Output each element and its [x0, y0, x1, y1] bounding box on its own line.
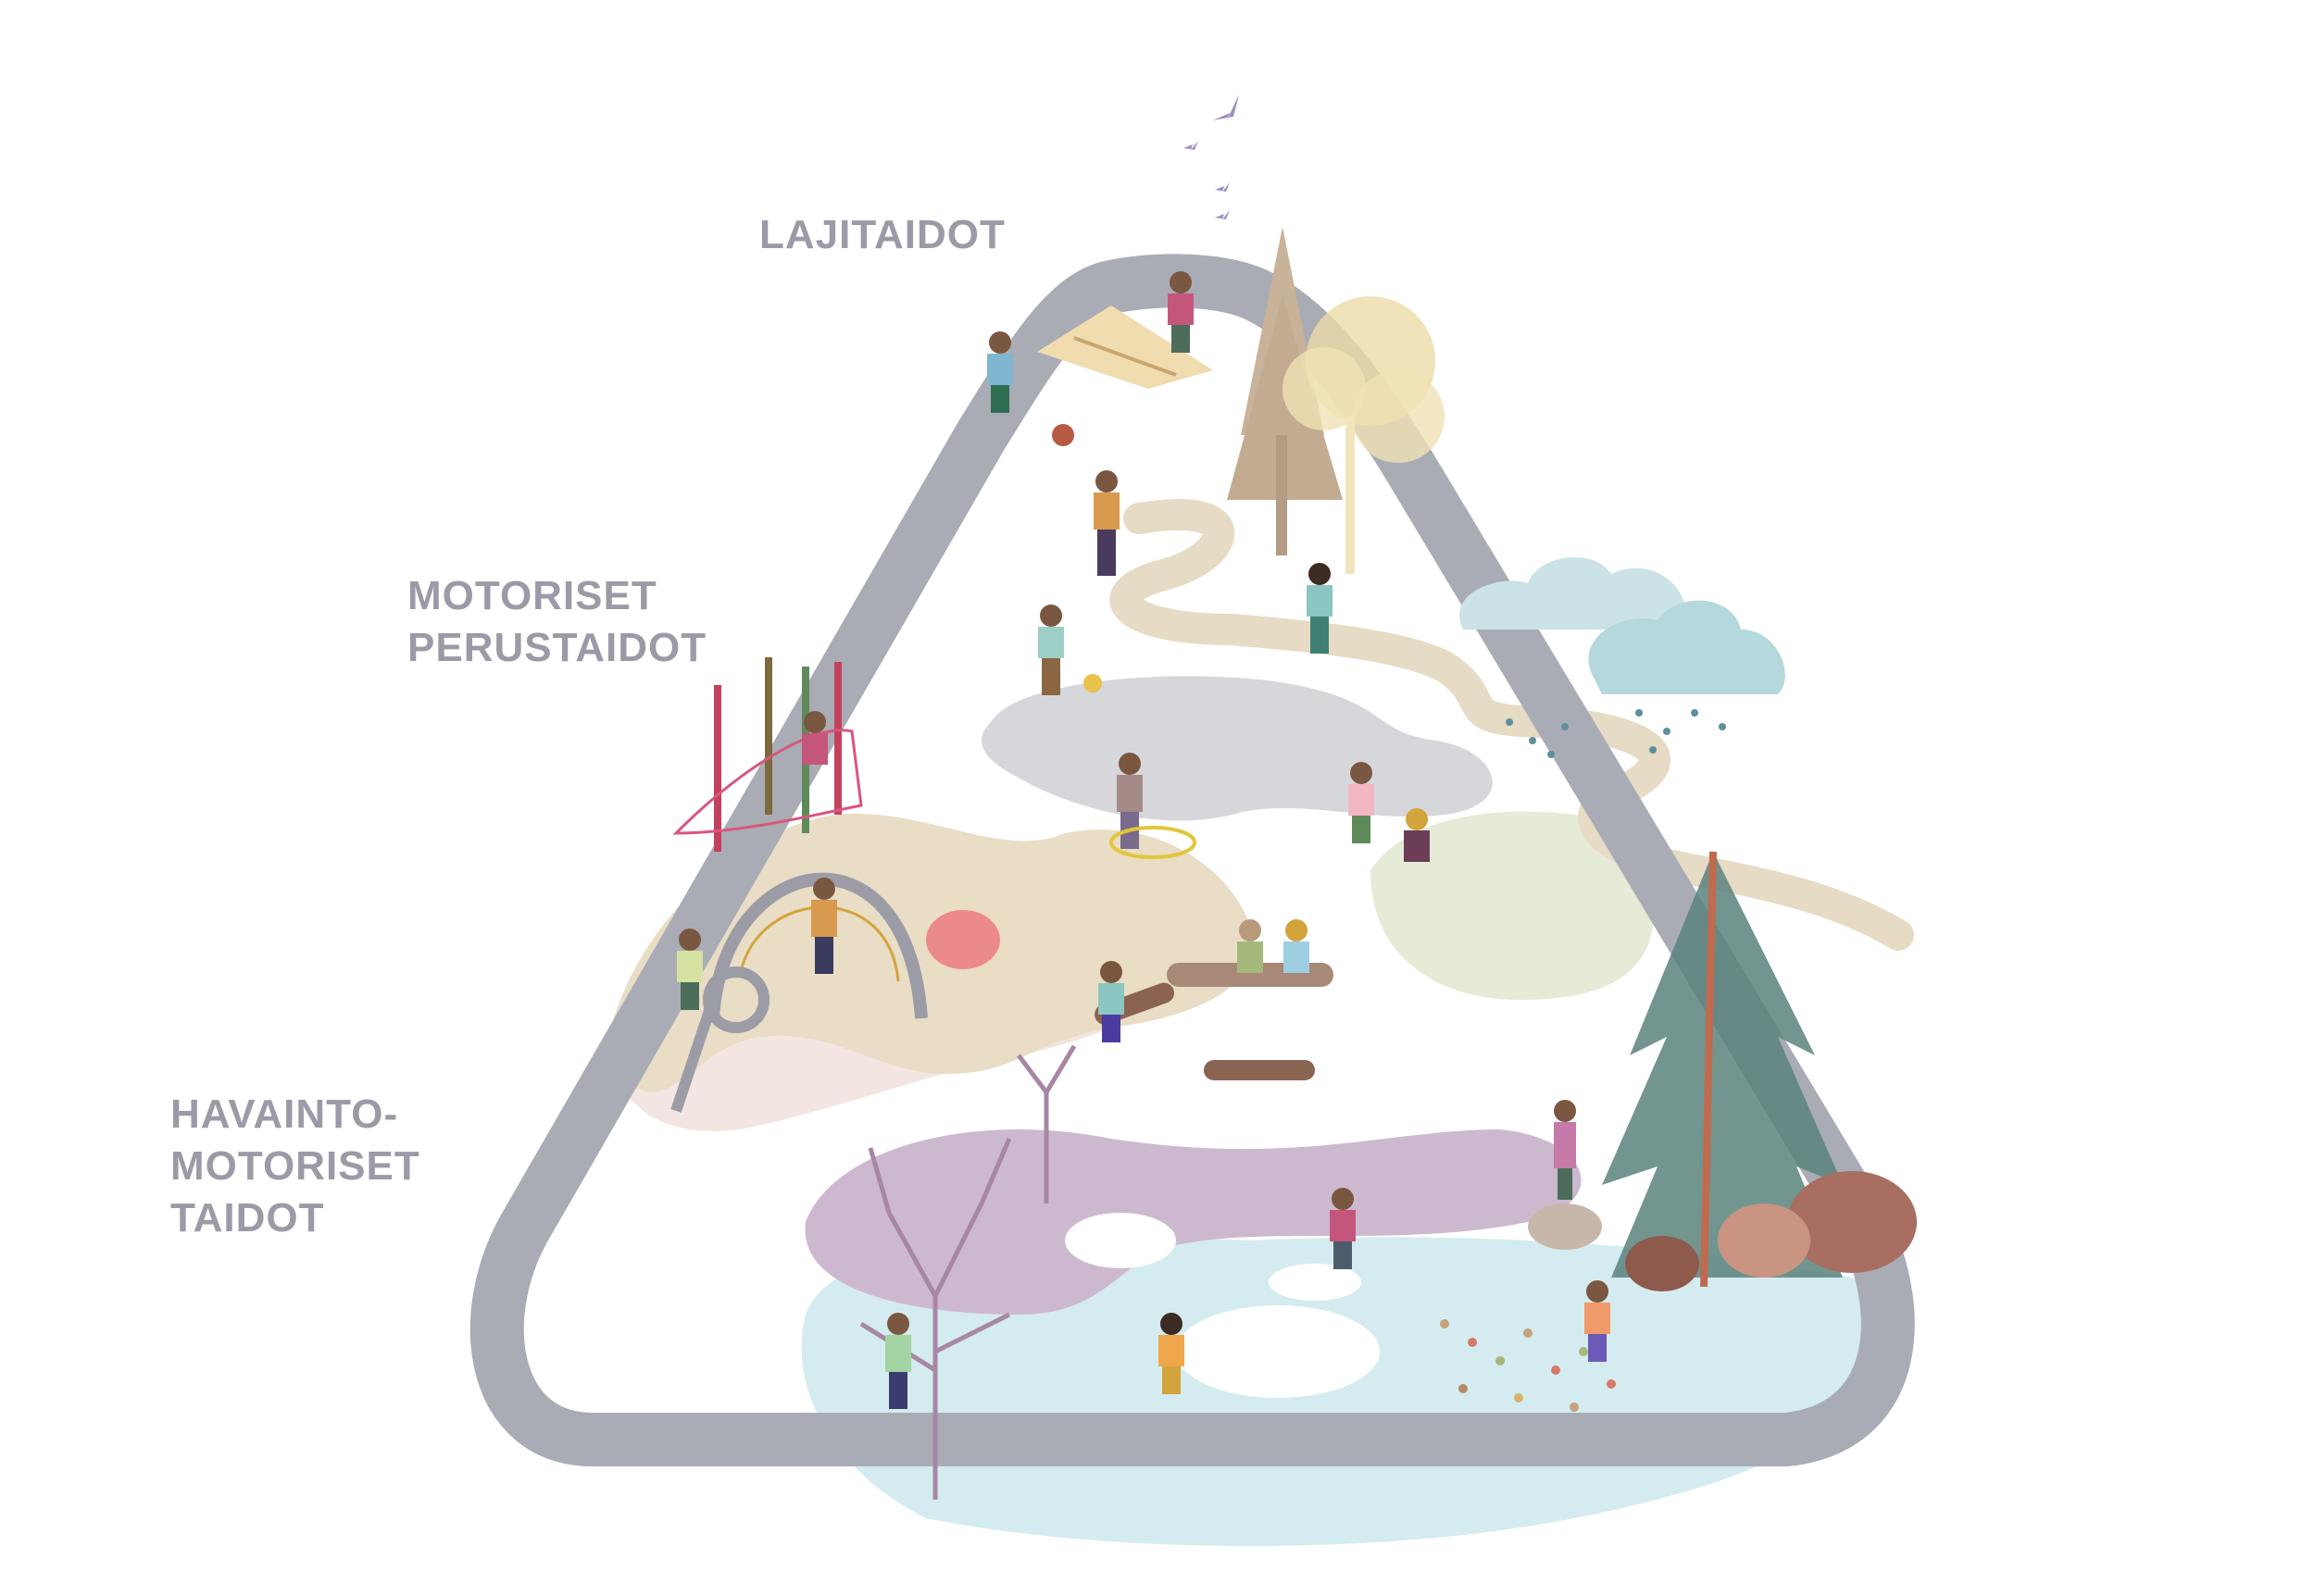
- pink-blob: [926, 910, 1000, 969]
- water-area: [801, 1236, 1908, 1546]
- snow-patches: [1065, 1213, 1380, 1398]
- child-icon: [1237, 919, 1263, 973]
- label-motoriset-perustaidot: MOTORISET PERUSTAIDOT: [407, 573, 707, 670]
- child-icon: [1584, 1280, 1610, 1362]
- pingpong-table-icon: [1037, 305, 1213, 389]
- label-havaintomotoriset-taidot: HAVAINTO- MOTORISET TAIDOT: [170, 1091, 420, 1241]
- child-icon: [1348, 762, 1374, 843]
- fir-icon: [1602, 851, 1843, 1288]
- grey-pond: [982, 676, 1493, 821]
- child-icon: [677, 929, 703, 1010]
- lilac-field: [805, 1129, 1582, 1315]
- triangle-track: [469, 254, 1915, 1466]
- child-icon: [1158, 1313, 1184, 1394]
- child-icon: [1283, 919, 1309, 973]
- rock-icon: [1528, 1171, 1917, 1291]
- children: [677, 271, 1610, 1409]
- child-icon: [987, 331, 1013, 413]
- cloud-icon: [1459, 556, 1785, 694]
- child-icon: [1330, 1188, 1356, 1269]
- child-icon: [1098, 961, 1124, 1042]
- rain-icon: [1506, 709, 1726, 758]
- birds-icon: [1183, 94, 1239, 219]
- child-icon: [1554, 1100, 1576, 1200]
- leaf-confetti: [1440, 1319, 1616, 1412]
- child-icon: [885, 1313, 911, 1409]
- child-icon: [1307, 563, 1333, 654]
- child-icon: [1168, 271, 1194, 353]
- label-lajitaidot: LAJITAIDOT: [759, 212, 1006, 257]
- child-icon: [802, 711, 828, 765]
- child-icon: [1038, 605, 1064, 695]
- child-icon: [1094, 470, 1120, 576]
- meadow: [1370, 811, 1656, 1000]
- birch-tree-icon: [1283, 296, 1445, 574]
- child-icon: [811, 878, 837, 974]
- ball-icon: [1052, 424, 1196, 859]
- child-icon: [1404, 808, 1430, 862]
